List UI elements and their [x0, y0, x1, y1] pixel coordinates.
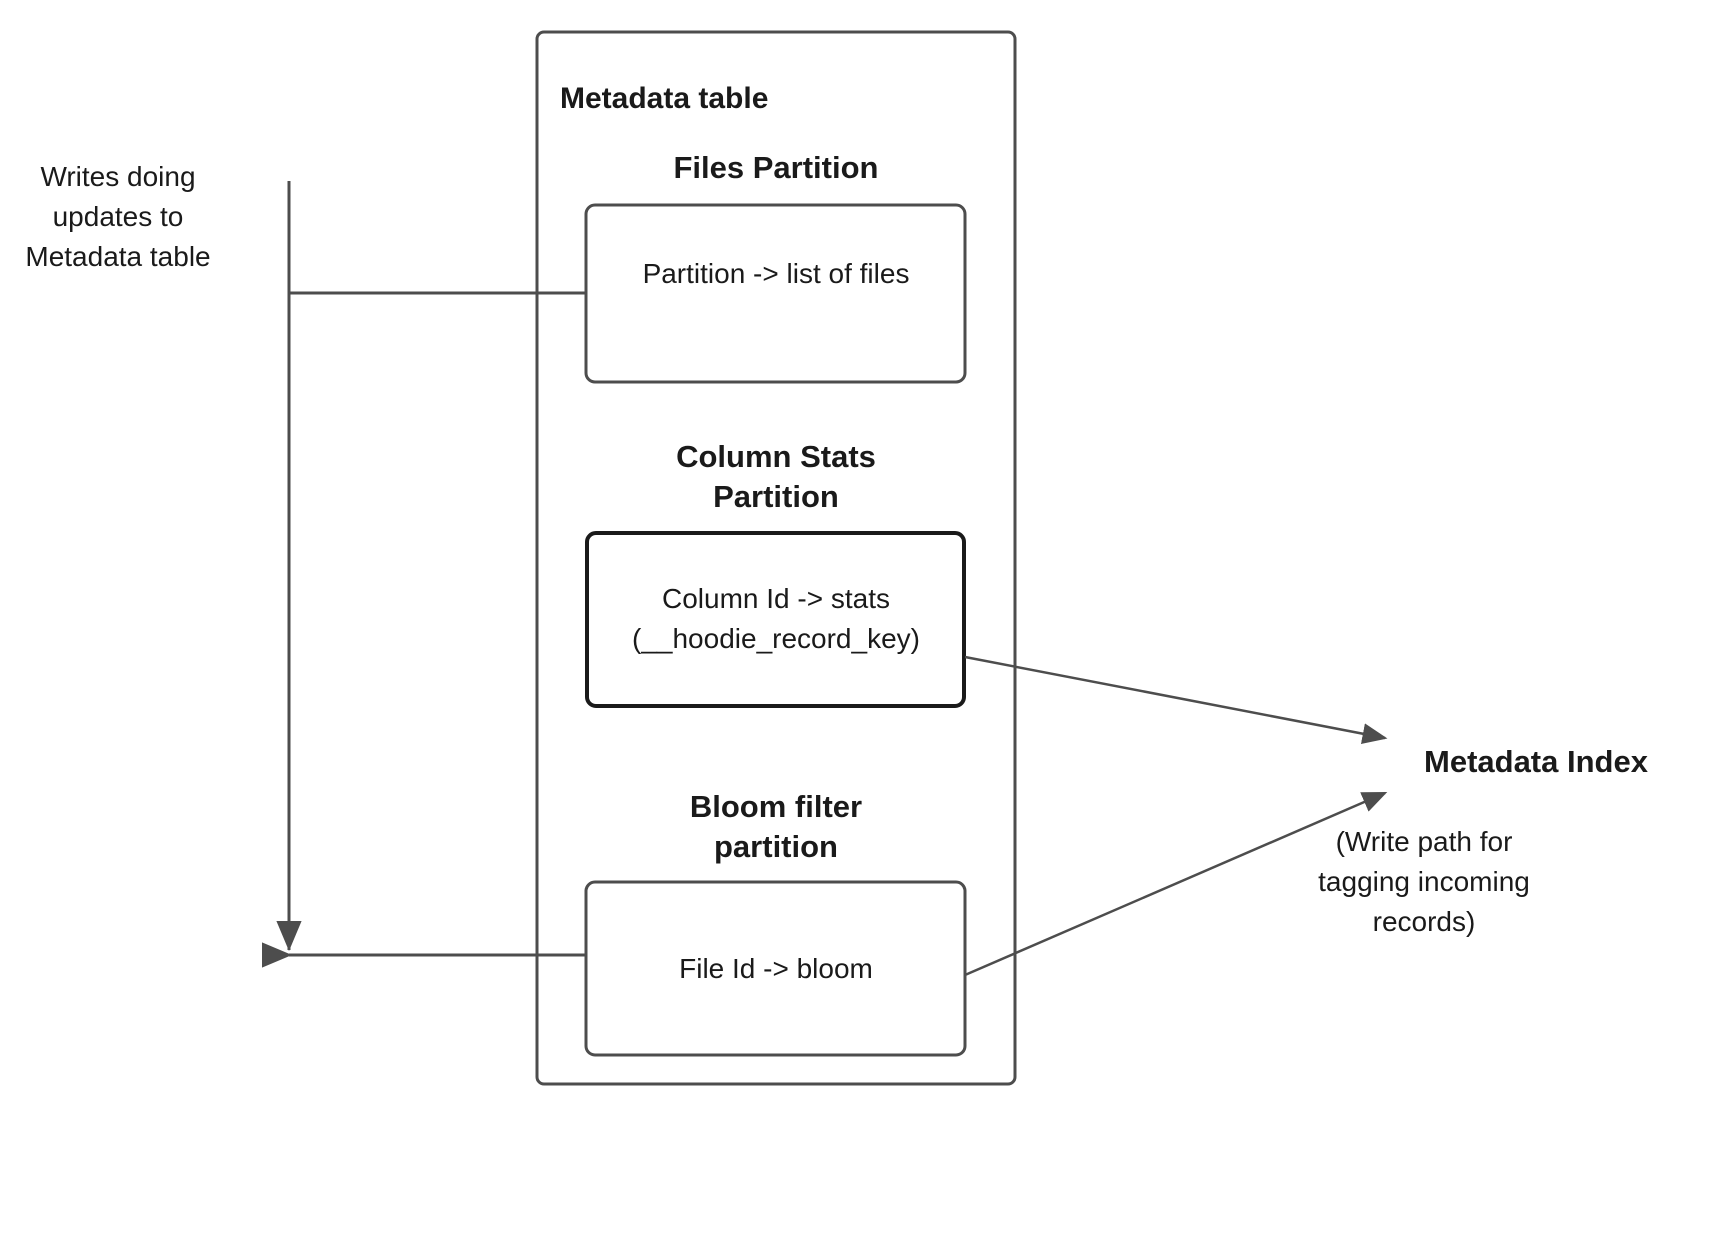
bloom-filter-box	[584, 880, 967, 1057]
metadata-table-title: Metadata table	[560, 82, 768, 115]
files-partition-heading: Files Partition	[674, 150, 879, 185]
column-stats-heading-line-2: Partition	[713, 479, 839, 514]
bloom-filter-box-text: File Id -> bloom	[679, 953, 873, 984]
files-partition-group: Files Partition Partition -> list of fil…	[584, 150, 967, 384]
column-stats-box-text-line-2: (__hoodie_record_key)	[632, 623, 920, 654]
bloom-filter-heading-line-1: Bloom filter	[690, 789, 862, 824]
column-stats-partition-group: Column Stats Partition Column Id -> stat…	[585, 439, 966, 708]
writes-note-line-3: Metadata table	[25, 241, 210, 272]
column-stats-to-index-arrow	[964, 655, 1388, 745]
metadata-index-note-line-2: tagging incoming	[1318, 866, 1530, 897]
bloom-filter-heading-line-2: partition	[714, 829, 838, 864]
files-partition-box	[584, 203, 967, 384]
bloom-filter-partition-group: Bloom filter partition File Id -> bloom	[584, 789, 967, 1057]
column-stats-heading-line-1: Column Stats	[676, 439, 876, 474]
column-stats-box-text-line-1: Column Id -> stats	[662, 583, 890, 614]
metadata-index-note-line-3: records)	[1373, 906, 1476, 937]
files-partition-box-text: Partition -> list of files	[643, 258, 910, 289]
column-stats-box	[585, 531, 966, 708]
metadata-index-label-group: Metadata Index (Write path for tagging i…	[1318, 744, 1649, 937]
metadata-index-note-line-1: (Write path for	[1336, 826, 1513, 857]
writes-note-line-1: Writes doing	[40, 161, 195, 192]
writes-note-line-2: updates to	[53, 201, 184, 232]
metadata-index-title: Metadata Index	[1424, 744, 1649, 779]
writes-note: Writes doing updates to Metadata table	[25, 161, 210, 272]
bloom-to-index-arrow	[964, 791, 1388, 977]
